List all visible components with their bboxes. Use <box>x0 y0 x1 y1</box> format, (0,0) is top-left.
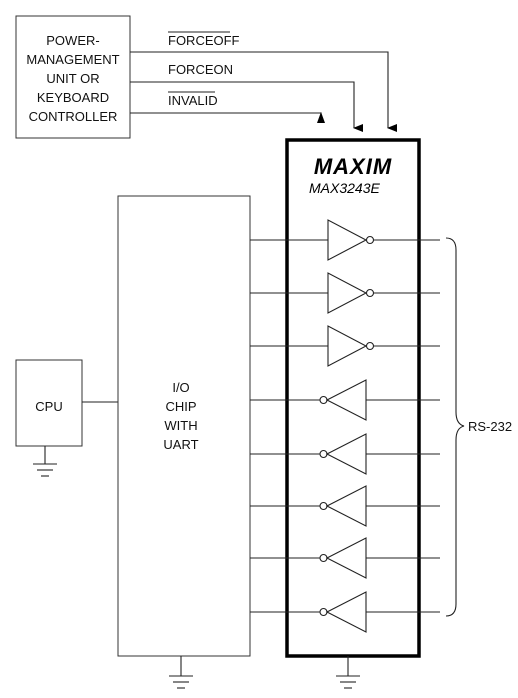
pmu-line-5: CONTROLLER <box>29 109 118 124</box>
cpu-ground-icon <box>33 446 57 477</box>
receiver-4 <box>250 537 440 579</box>
invalid-label: INVALID <box>168 93 218 108</box>
forceoff-wire <box>130 51 397 132</box>
rs232-brace: RS-232 <box>445 237 512 617</box>
io-line-1: I/O <box>172 380 189 395</box>
io-line-3: WITH <box>164 418 197 433</box>
pmu-line-2: MANAGEMENT <box>26 52 119 67</box>
driver-2 <box>250 272 440 314</box>
chip-ground-icon <box>336 656 360 689</box>
receiver-3 <box>250 485 440 527</box>
io-line-4: UART <box>163 437 198 452</box>
forceoff-label: FORCEOFF <box>168 33 240 48</box>
io-line-2: CHIP <box>165 399 196 414</box>
pmu-line-4: KEYBOARD <box>37 90 109 105</box>
io-chip-block: I/O CHIP WITH UART <box>117 195 251 689</box>
cpu-label: CPU <box>35 399 62 414</box>
maxim-logo: MAXIM <box>314 154 392 179</box>
cpu-block: CPU <box>15 359 118 477</box>
rs232-label: RS-232 <box>468 419 512 434</box>
driver-3 <box>250 325 440 367</box>
part-number: MAX3243E <box>309 180 380 196</box>
power-management-unit: POWER- MANAGEMENT UNIT OR KEYBOARD CONTR… <box>15 15 131 139</box>
receiver-2 <box>250 433 440 475</box>
pmu-line-3: UNIT OR <box>46 71 99 86</box>
forceon-wire <box>130 81 363 132</box>
pmu-line-1: POWER- <box>46 33 99 48</box>
io-ground-icon <box>169 656 193 689</box>
forceon-label: FORCEON <box>168 62 233 77</box>
invalid-arrowhead <box>317 112 325 123</box>
receiver-1 <box>250 379 440 421</box>
control-signals: FORCEOFF FORCEON INVALID <box>130 31 397 132</box>
receiver-5 <box>250 591 440 633</box>
invalid-wire <box>130 112 322 123</box>
driver-1 <box>250 219 440 261</box>
